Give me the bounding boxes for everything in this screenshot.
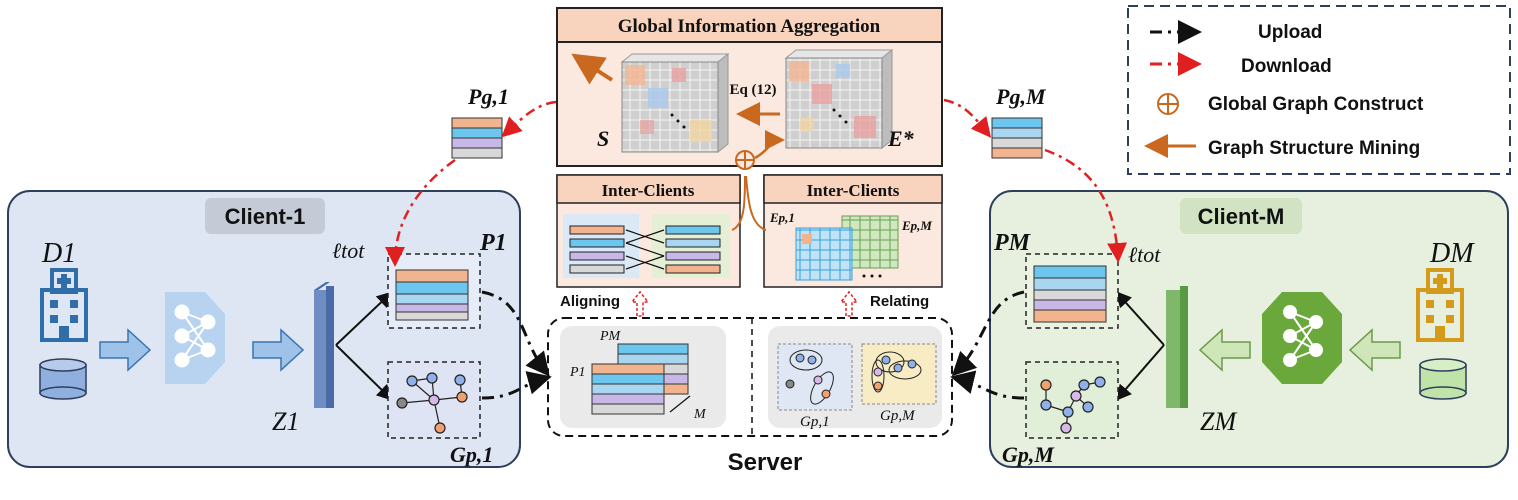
right-arrow-icon: [99, 328, 152, 372]
panel-title: Global Information Aggregation: [618, 16, 881, 37]
pM-label: PM: [993, 230, 1032, 256]
database-icon: [1419, 358, 1467, 400]
graph-box: [1025, 361, 1119, 439]
d1-label: D1: [41, 238, 76, 269]
embedding-bar: [314, 282, 334, 408]
zM-label: ZM: [1200, 407, 1237, 436]
global-prototype-left: [451, 117, 503, 159]
inter-clients-right-label: Inter-Clients: [807, 181, 900, 200]
inter-clients-relating: Inter-Clients Ep,1 Ep,M Relating: [763, 174, 943, 317]
server-gp1-label: Gp,1: [800, 414, 830, 430]
aligning-label: Aligning: [560, 293, 620, 310]
global-prototype-right: [991, 117, 1043, 159]
server-m-label: M: [693, 407, 707, 422]
legend-structure-mining: Graph Structure Mining: [1208, 138, 1420, 159]
e-star-label: E*: [887, 126, 915, 151]
neural-network-icon: [1262, 292, 1342, 384]
prototype-stack: [395, 269, 469, 321]
eq-label: Eq (12): [729, 82, 776, 98]
ep1-label: Ep,1: [769, 210, 795, 225]
loss-label: ℓtot: [1128, 242, 1161, 267]
up-arrow-icon: [630, 290, 650, 317]
client1-label: Client-1: [225, 204, 306, 229]
neural-network-icon: [165, 292, 225, 384]
embedding-bar: [1166, 286, 1188, 408]
pgM-label: Pg,M: [995, 84, 1047, 109]
legend-upload: Upload: [1258, 22, 1322, 43]
epM-label: Ep,M: [901, 218, 932, 233]
s-label: S: [597, 126, 609, 151]
loss-label: ℓtot: [332, 238, 365, 263]
client1-panel: Client-1 D1: [7, 190, 521, 468]
right-arrow-icon: [252, 328, 305, 372]
server-pM-label: PM: [599, 329, 622, 344]
relating-label: Relating: [870, 293, 929, 310]
clientM-panel: Client-M DM: [989, 190, 1509, 468]
clientM-label: Client-M: [1198, 204, 1285, 229]
server-label: Server: [728, 449, 803, 476]
left-arrow-icon: [1198, 328, 1251, 372]
server-panel: PM P1 M Gp,1 Gp,M: [547, 317, 953, 437]
g-label: Gp,M: [1002, 442, 1055, 467]
server-gpM-label: Gp,M: [880, 408, 916, 424]
p1-label: P1: [479, 230, 507, 256]
legend-download: Download: [1241, 56, 1332, 77]
up-arrow-icon: [839, 290, 859, 317]
matrix-e-star: [784, 48, 894, 150]
legend-global-graph: Global Graph Construct: [1208, 94, 1424, 115]
prototype-stack: [1033, 265, 1107, 323]
graph-icon: [1040, 376, 1106, 434]
hospital-icon: [40, 268, 88, 342]
graph-icon: [396, 372, 468, 434]
global-aggregation-panel: Global Information Aggregation S: [556, 7, 943, 170]
g-label: Gp,1: [450, 442, 493, 467]
hospital-icon: [1416, 268, 1464, 342]
pg1-label: Pg,1: [467, 84, 509, 109]
legend: Upload Download Global Graph Construct G…: [1127, 5, 1511, 175]
inter-clients-left-label: Inter-Clients: [602, 181, 695, 200]
dM-label: DM: [1429, 238, 1475, 269]
matrix-s: [620, 52, 730, 154]
inter-clients-aligning: Inter-Clients Aligning: [556, 174, 741, 317]
left-arrow-icon: [1348, 328, 1401, 372]
database-icon: [39, 358, 87, 400]
server-p1-label: P1: [569, 365, 586, 380]
z1-label: Z1: [272, 407, 299, 436]
